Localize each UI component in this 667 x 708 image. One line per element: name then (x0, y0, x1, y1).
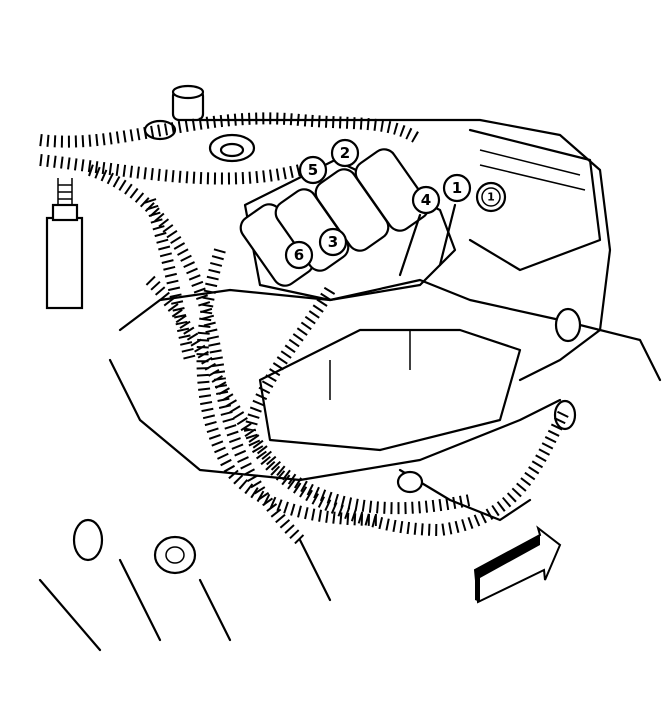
oil-cap-label: 1 (487, 191, 495, 204)
cylinder-6-label: 6 (294, 246, 304, 264)
forward-arrow-icon (473, 525, 562, 604)
lower-engine (38, 468, 532, 652)
valve-cover (108, 118, 662, 482)
cylinder-5-label: 5 (308, 161, 318, 179)
coil-pack (239, 148, 457, 302)
cylinder-3-label: 3 (328, 233, 338, 251)
cylinder-labels: 1 2 3 4 5 6 1 (284, 138, 507, 270)
cylinder-4-label: 4 (421, 191, 431, 209)
cylinder-1-label: 1 (452, 179, 462, 197)
cylinder-2-label: 2 (340, 144, 350, 162)
bosses (45, 84, 256, 310)
ignition-wires (39, 112, 571, 545)
